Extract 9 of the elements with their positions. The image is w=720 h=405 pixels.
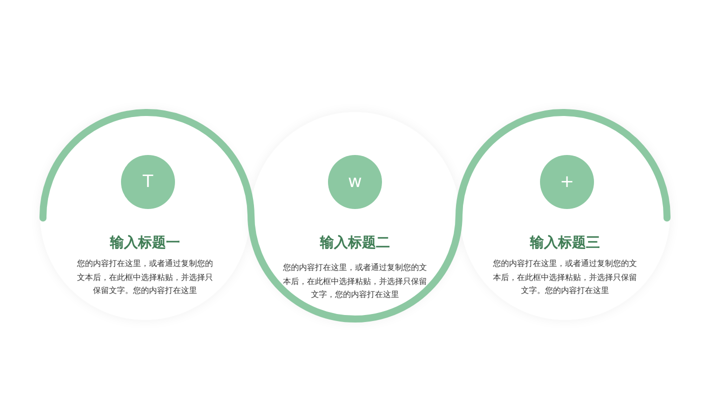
heading: 输入标题三 <box>528 234 601 252</box>
body-text: 您的内容打在这里，或者通过复制您的文本后，在此框中选择粘贴，并选择只保留文字。您的内容打在这里 <box>76 258 214 297</box>
body-text: 您的内容打在这里，或者通过复制您的文本后，在此框中选择粘贴，并选择只保留文字，您的内容打在这里 <box>282 262 428 301</box>
icon-circle: w <box>328 155 382 209</box>
heading: 输入标题一 <box>108 234 181 252</box>
body-text: 您的内容打在这里，或者通过复制您的文本后，在此框中选择粘贴，并选择只保留文字。您的内容打在这里 <box>492 258 638 297</box>
icon-circle: T <box>121 155 175 209</box>
heading: 输入标题二 <box>318 234 391 252</box>
icon-circle: + <box>540 155 594 209</box>
